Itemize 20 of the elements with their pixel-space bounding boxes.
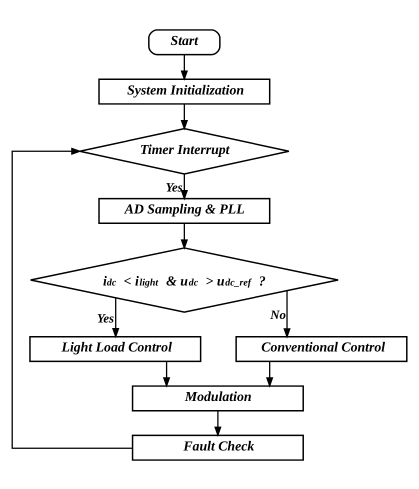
edge-label: Yes [96,311,114,326]
node-box: Conventional Control [235,336,408,362]
edge-label: Yes [166,180,183,194]
arrow [180,222,188,250]
arrow [112,297,120,338]
arrow [283,290,291,338]
arrow [266,361,274,388]
arrow [180,174,188,200]
arrow [180,103,188,130]
arrow [180,54,188,80]
node-box: System Initialization [98,78,270,104]
node-box: Modulation [132,384,304,411]
arrow [214,410,222,437]
node-box: Light Load Control [29,336,202,362]
node-diamond: Timer Interrupt [79,127,290,174]
node-box: Fault Check [132,434,304,460]
arrow [162,361,170,388]
node-box: Start [148,28,221,55]
node-box: AD Sampling & PLL [98,197,270,224]
arrow [12,147,132,448]
